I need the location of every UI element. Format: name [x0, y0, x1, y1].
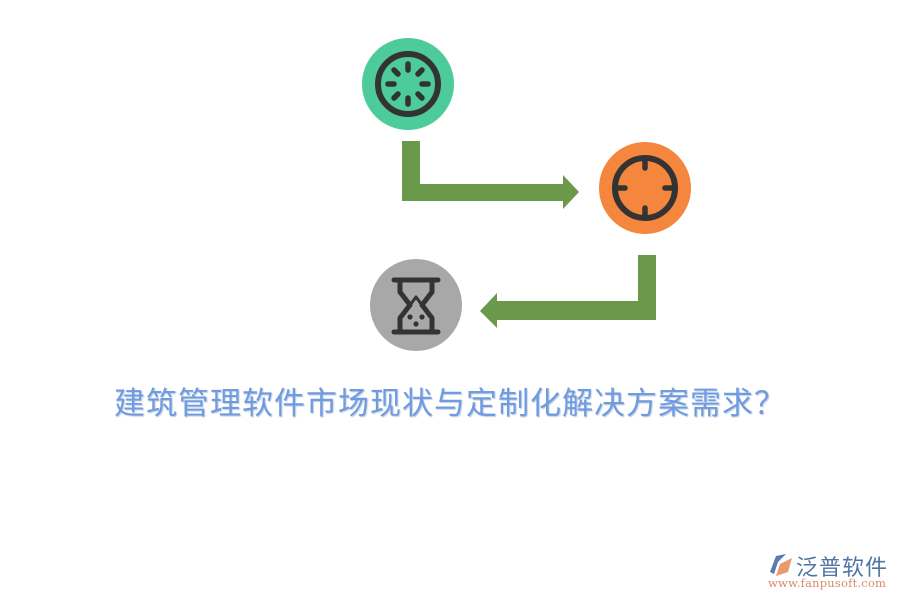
step-2-target: [599, 142, 691, 234]
arrow-right: [402, 141, 579, 209]
brand-url: www.fanpusoft.com: [768, 576, 887, 590]
crosshair-target-icon: [612, 155, 678, 221]
page-title: 建筑管理软件市场现状与定制化解决方案需求？: [114, 386, 786, 422]
brand-logo[interactable]: 泛普软件 www.fanpusoft.com: [766, 548, 896, 594]
hourglass-icon: [391, 277, 441, 335]
brand-name: 泛普软件: [796, 556, 889, 581]
arrow-left: [480, 255, 656, 328]
step-1-loading: [362, 38, 454, 130]
step-3-circle: [370, 259, 462, 351]
brand-mark-icon: [770, 554, 792, 576]
hourglass-sand: [407, 314, 425, 327]
loading-spinner-icon: [375, 51, 441, 117]
step-3-hourglass: [370, 259, 462, 351]
